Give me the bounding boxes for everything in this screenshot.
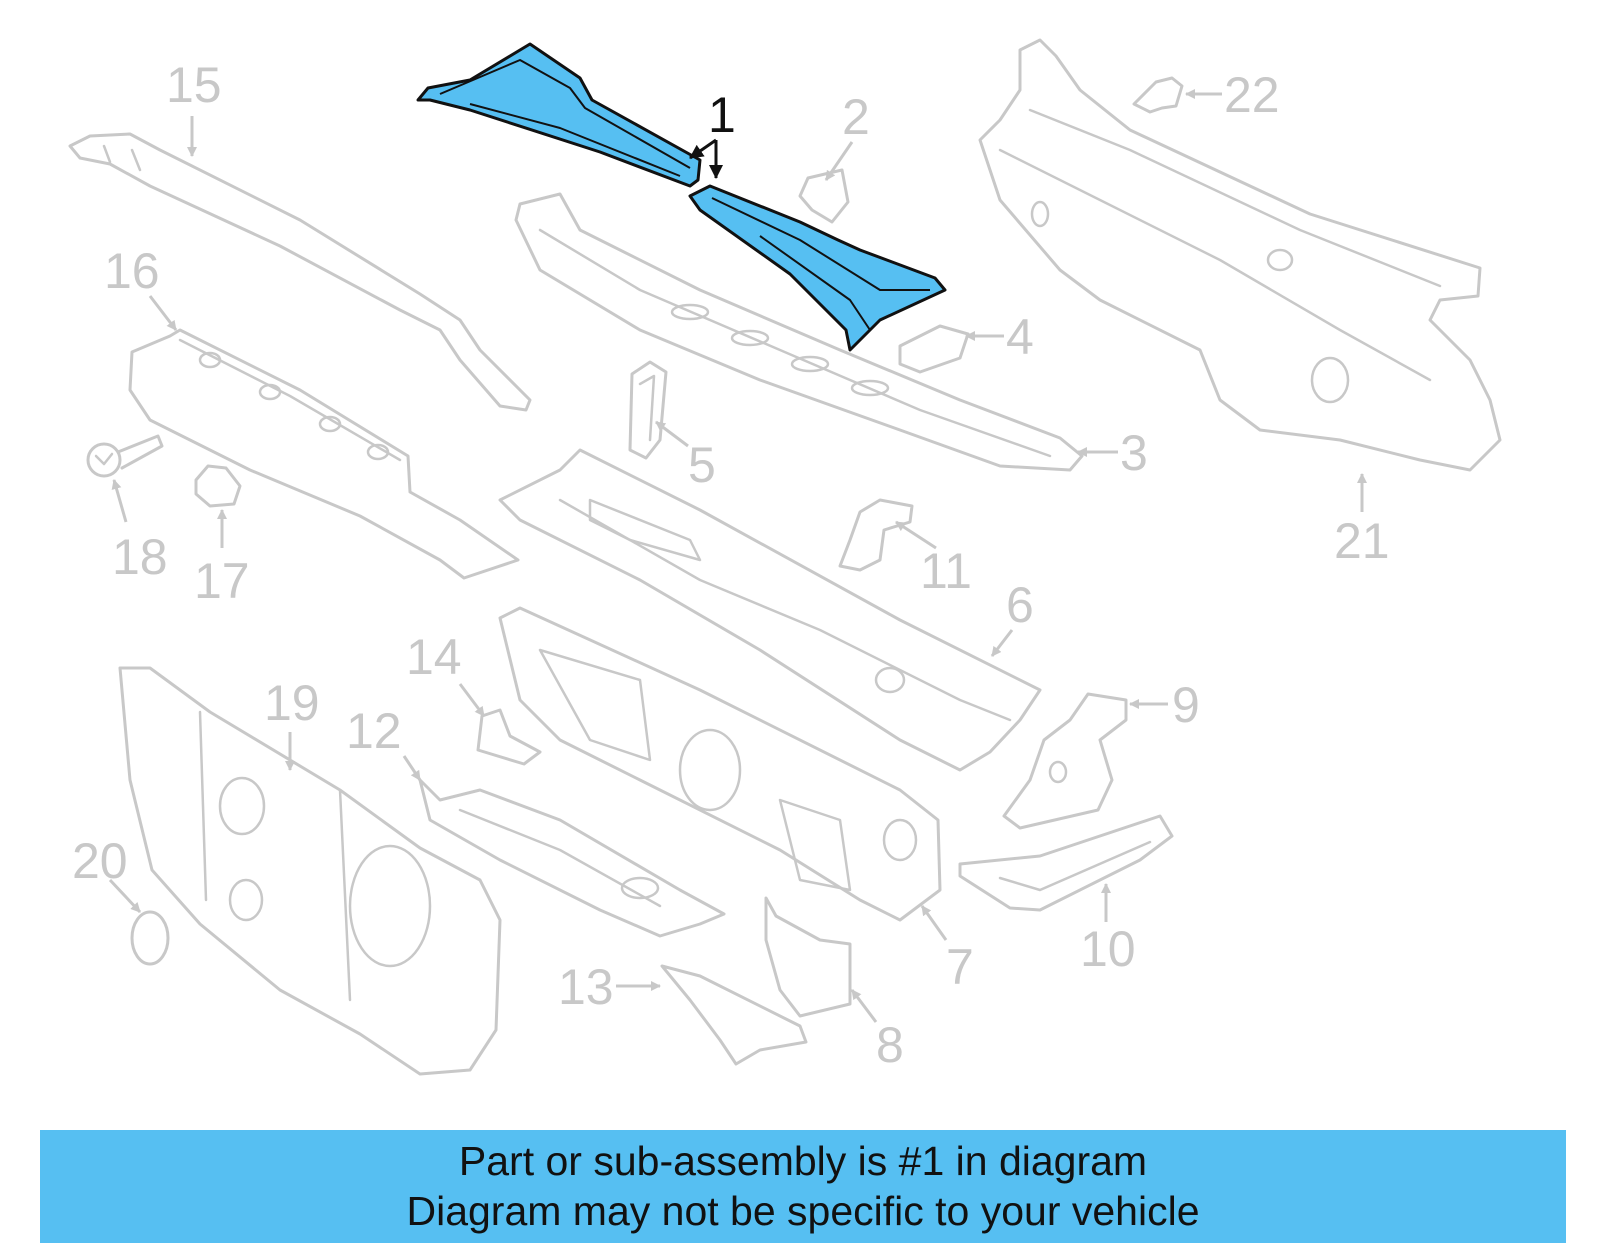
banner-line-1: Part or sub-assembly is #1 in diagram <box>458 1138 1148 1184</box>
callout-11: 11 <box>920 543 972 599</box>
callout-3: 3 <box>1120 425 1148 481</box>
part-14 <box>476 708 542 766</box>
part-13 <box>660 964 808 1066</box>
callout-21: 21 <box>1334 513 1390 569</box>
part-9 <box>1002 692 1128 830</box>
callout-10: 10 <box>1080 921 1136 977</box>
part-20 <box>130 910 170 966</box>
part-7 <box>498 606 942 922</box>
callout-4: 4 <box>1006 309 1034 365</box>
part-12 <box>418 778 726 938</box>
callout-2: 2 <box>842 89 870 145</box>
callout-16: 16 <box>104 243 160 299</box>
disclaimer-banner: Part or sub-assembly is #1 in diagram Di… <box>40 1130 1566 1243</box>
part-10 <box>958 814 1174 912</box>
callout-8: 8 <box>876 1017 904 1073</box>
callout-14: 14 <box>406 629 462 685</box>
callout-20: 20 <box>72 833 128 889</box>
part-1-cowl-panel <box>416 42 947 352</box>
callout-19: 19 <box>264 675 320 731</box>
callout-5: 5 <box>688 437 716 493</box>
callout-9: 9 <box>1172 677 1200 733</box>
callout-15: 15 <box>166 57 222 113</box>
part-6 <box>498 448 1042 772</box>
part-8 <box>764 896 852 1018</box>
part-2 <box>798 168 850 224</box>
callout-12: 12 <box>346 703 402 759</box>
part-5 <box>628 360 668 460</box>
part-19 <box>118 666 502 1076</box>
callout-13: 13 <box>558 959 614 1015</box>
callout-7: 7 <box>946 939 974 995</box>
part-4 <box>898 324 970 374</box>
callout-1: 1 <box>708 87 736 143</box>
part-18 <box>86 434 164 478</box>
part-3 <box>514 192 1084 472</box>
callout-17: 17 <box>194 553 250 609</box>
callout-labels: 1 2 3 4 5 6 7 8 9 10 11 12 13 14 15 16 1… <box>72 57 1390 1073</box>
banner-line-2: Diagram may not be specific to your vehi… <box>406 1188 1200 1234</box>
part-21 <box>978 38 1502 472</box>
part-17 <box>194 464 242 508</box>
callout-18: 18 <box>112 529 168 585</box>
part-22 <box>1132 76 1184 114</box>
callout-22: 22 <box>1224 67 1280 123</box>
leader-lines <box>108 89 1367 1023</box>
callout-6: 6 <box>1006 577 1034 633</box>
part-16 <box>128 328 520 580</box>
part-15 <box>68 132 532 412</box>
part-11 <box>838 498 914 572</box>
